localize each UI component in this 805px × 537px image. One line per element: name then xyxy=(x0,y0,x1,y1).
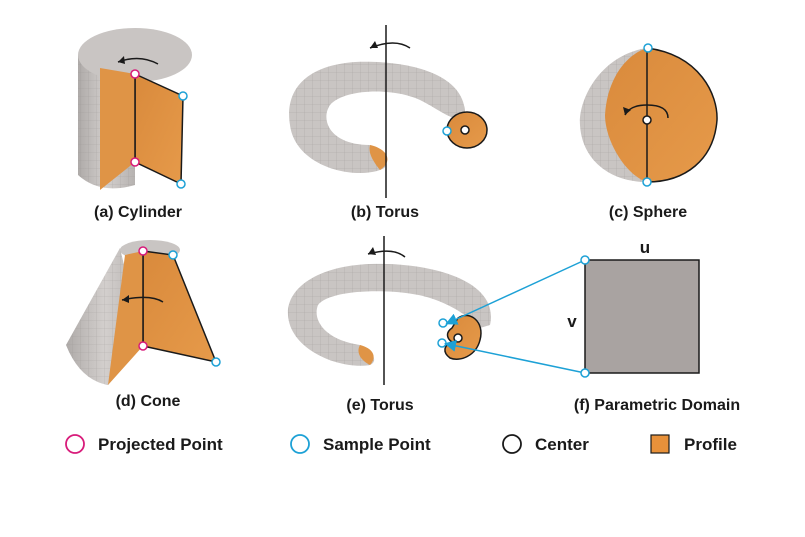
domain-square xyxy=(584,259,700,374)
sample-point xyxy=(168,250,178,260)
axis-v-label: v xyxy=(567,312,577,331)
sample-point xyxy=(580,255,590,265)
sample-point xyxy=(178,91,188,101)
center-point xyxy=(453,333,463,343)
legend-center-label: Center xyxy=(535,435,589,454)
projected-point xyxy=(138,246,148,256)
torus-b-illustration xyxy=(289,25,488,198)
sample-point xyxy=(211,357,221,367)
cone-illustration xyxy=(66,240,221,385)
sample-point xyxy=(438,318,448,328)
sample-point xyxy=(176,179,186,189)
sample-point xyxy=(442,126,452,136)
sample-point xyxy=(642,177,652,187)
caption-torus-b: (b) Torus xyxy=(351,204,419,221)
legend: Projected Point Sample Point Center Prof… xyxy=(65,434,737,454)
legend-profile-swatch xyxy=(650,434,670,454)
projected-point xyxy=(138,341,148,351)
caption-sphere: (c) Sphere xyxy=(609,204,687,221)
projected-point xyxy=(130,157,140,167)
legend-projected-marker xyxy=(65,434,85,454)
axis-u-label: u xyxy=(640,238,650,257)
cylinder-illustration xyxy=(78,28,192,190)
legend-sample-label: Sample Point xyxy=(323,435,431,454)
legend-projected-label: Projected Point xyxy=(98,435,223,454)
projected-point xyxy=(130,69,140,79)
caption-cylinder: (a) Cylinder xyxy=(94,204,182,221)
caption-domain: (f) Parametric Domain xyxy=(574,397,740,414)
sphere-illustration xyxy=(579,43,718,187)
sample-point xyxy=(643,43,653,53)
caption-torus-e: (e) Torus xyxy=(346,397,413,414)
sample-point xyxy=(437,338,447,348)
center-point xyxy=(642,115,652,125)
torus-e-illustration xyxy=(287,236,491,385)
caption-cone: (d) Cone xyxy=(116,393,181,410)
legend-profile-label: Profile xyxy=(684,435,737,454)
center-point xyxy=(460,125,470,135)
legend-center-marker xyxy=(502,434,522,454)
legend-sample-marker xyxy=(290,434,310,454)
sample-point xyxy=(580,368,590,378)
parametric-domain-illustration: u v xyxy=(444,238,700,378)
